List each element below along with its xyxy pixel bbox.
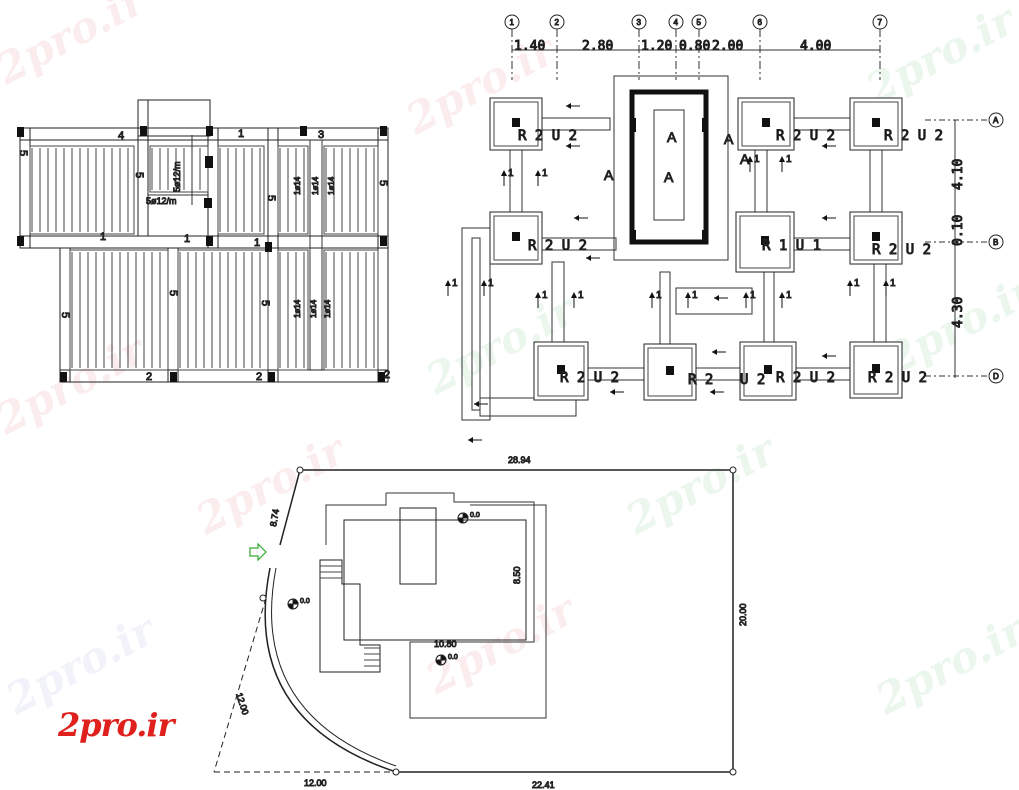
dim-label: 0.80 <box>679 39 710 54</box>
beam-mark: 1 <box>692 290 698 301</box>
slab-label: 1 <box>254 237 260 249</box>
grid-bubble: 7 <box>878 18 883 27</box>
beam-mark: 1 <box>786 154 792 165</box>
slab-label: 2 <box>384 369 390 381</box>
rebar-label: 1ø14 <box>293 299 302 318</box>
dim-label: 12.00 <box>304 778 327 788</box>
beam-mark: 1 <box>578 290 584 301</box>
footing-tag: R 2 U 2 <box>776 370 835 386</box>
rebar-label: 5ø12/m <box>146 196 177 206</box>
slab-label: 5 <box>265 195 277 201</box>
slab-label: 3 <box>318 129 324 141</box>
footing-tag: R 2 U 2 <box>560 370 619 386</box>
grid-bubble: 3 <box>637 18 642 27</box>
level-marker-icon <box>457 512 469 524</box>
entrance-arrow-icon <box>249 542 267 562</box>
slab-label: 1 <box>238 128 244 140</box>
slab-label: 5 <box>59 312 71 318</box>
footing-tag: R 2 U 2 <box>868 370 927 386</box>
beam-mark: 1 <box>488 278 494 289</box>
level-label: 0.0 <box>300 598 310 605</box>
section-mark: A <box>604 167 614 183</box>
dim-label: 1.20 <box>641 39 672 54</box>
footing-tag: R 2 <box>688 372 713 388</box>
slab-label: 5 <box>259 300 271 306</box>
grid-bubble: 1 <box>510 18 515 27</box>
rebar-label: 1ø14 <box>293 176 302 195</box>
slab-label: 1 <box>100 231 106 243</box>
section-mark: A <box>667 129 677 145</box>
dim-label: 2.00 <box>712 39 743 54</box>
dim-label: 8.50 <box>512 566 522 584</box>
rebar-label: 5ø12/m <box>172 161 182 192</box>
slab-label: 5 <box>133 172 145 178</box>
beam-mark: 1 <box>750 290 756 301</box>
slab-label: 5 <box>377 180 389 186</box>
footing-tag: R 2 U 2 <box>872 242 931 258</box>
dim-label: 4.00 <box>800 39 831 54</box>
slab-label: 2 <box>256 371 262 383</box>
footing-tag: R 2 U 2 <box>776 128 835 144</box>
dim-label: 20.00 <box>738 603 748 626</box>
beam-mark: 1 <box>452 278 458 289</box>
dim-label: 2.80 <box>582 39 613 54</box>
site-logo[interactable]: 2pro.ir <box>58 706 174 744</box>
slab-label: 5 <box>17 150 29 156</box>
rebar-label: 1ø14 <box>311 176 320 195</box>
dim-label: 28.94 <box>508 455 531 465</box>
level-marker-icon <box>287 598 299 610</box>
level-label: 0.0 <box>448 654 458 661</box>
dim-label: 0.10 <box>951 215 966 246</box>
beam-mark: 1 <box>754 154 760 165</box>
footing-tag: R 2 U 2 <box>884 128 943 144</box>
section-mark: A <box>724 131 734 147</box>
dim-label: 10.80 <box>434 639 457 649</box>
dim-label: 4.10 <box>951 159 966 190</box>
beam-mark: 1 <box>542 290 548 301</box>
beam-mark: 1 <box>542 168 548 179</box>
beam-mark: 1 <box>854 278 860 289</box>
grid-bubble: A <box>993 116 999 125</box>
level-label: 0.0 <box>470 512 480 519</box>
dim-label: 12.00 <box>234 692 250 717</box>
footing-tag: R 1 U 1 <box>762 238 821 254</box>
grid-bubble: D <box>993 372 999 381</box>
level-marker-icon <box>435 654 447 666</box>
grid-bubble: 5 <box>697 18 702 27</box>
dim-label: 8.74 <box>268 508 281 527</box>
rebar-label: 1ø14 <box>327 176 336 195</box>
section-mark: A <box>740 151 750 167</box>
beam-mark: 1 <box>656 290 662 301</box>
grid-bubble: 2 <box>555 18 560 27</box>
grid-bubble: 4 <box>674 18 679 27</box>
beam-mark: 1 <box>786 290 792 301</box>
dim-label: 22.41 <box>532 780 555 790</box>
rebar-label: 1ø14 <box>309 299 318 318</box>
section-mark: A <box>664 169 674 185</box>
beam-mark: 1 <box>890 278 896 289</box>
grid-bubble: 6 <box>758 18 763 27</box>
dim-label: 4.30 <box>951 297 966 328</box>
slab-label: 4 <box>118 130 124 142</box>
slab-label: 5 <box>167 290 179 296</box>
slab-reinforcement-plan: 4 5 3 5 5 5 5 5 5 1 1 1 1 2 2 2 5ø12/m 5… <box>17 99 391 384</box>
footing-tag: U 2 <box>740 372 765 388</box>
grid-bubble: B <box>993 238 998 247</box>
rebar-label: 1ø14 <box>323 299 332 318</box>
site-plan: 0.0 0.0 0.0 28.94 8.74 8.50 10.80 20.00 … <box>213 455 749 790</box>
dim-label: 1.40 <box>514 39 545 54</box>
footing-tag: R 2 U 2 <box>528 238 587 254</box>
beam-mark: 1 <box>508 168 514 179</box>
footing-tag: R 2 U 2 <box>518 128 577 144</box>
slab-label: 2 <box>146 371 152 383</box>
slab-label: 1 <box>184 233 190 245</box>
